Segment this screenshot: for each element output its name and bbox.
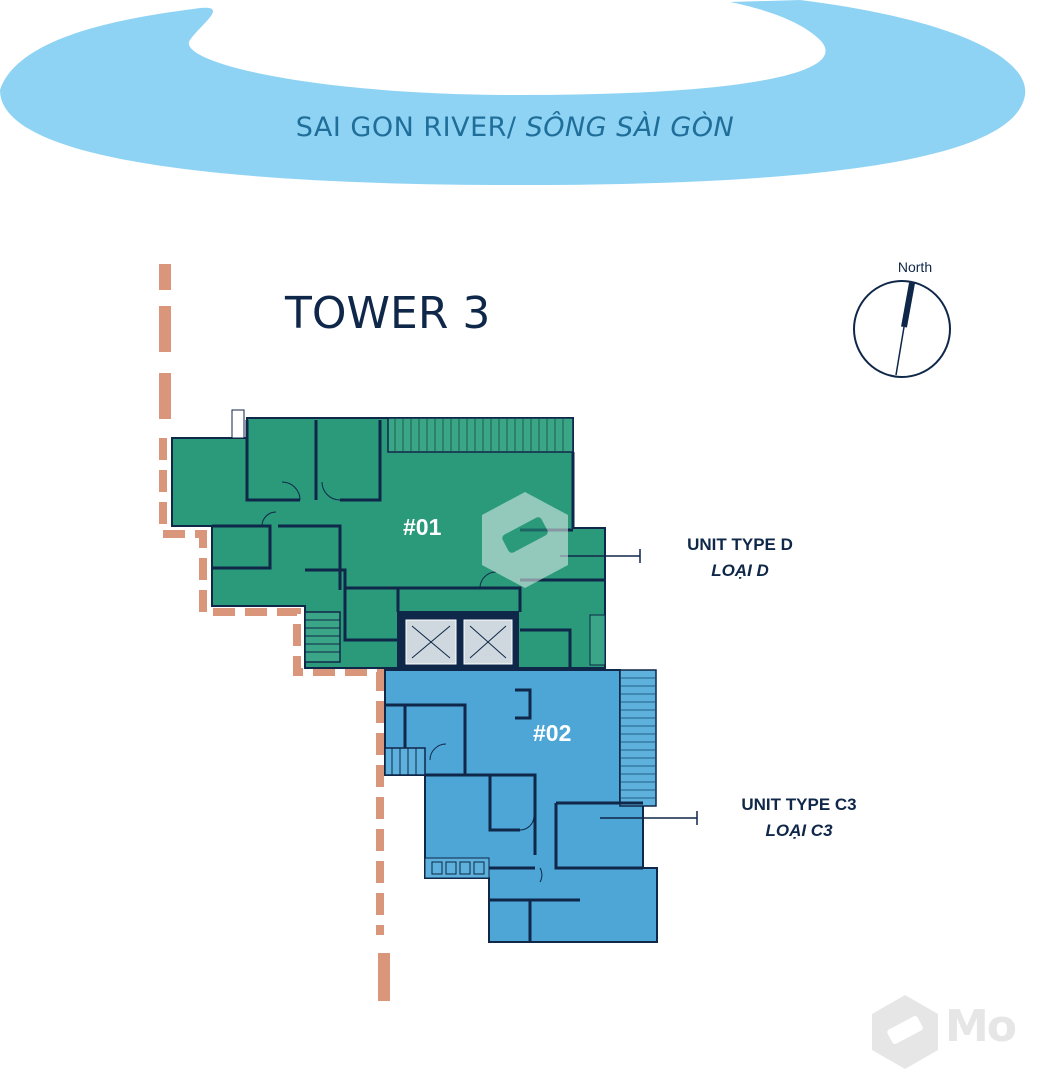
unit-01-number: #01 (403, 514, 442, 540)
unit-type-c3-label: UNIT TYPE C3 LOẠI C3 (714, 792, 884, 844)
unit-type-d-title: UNIT TYPE D (687, 535, 793, 554)
unit-type-c3-title: UNIT TYPE C3 (741, 795, 857, 814)
elevator-core (398, 612, 518, 670)
river-label-main: SAI GON RIVER/ (295, 112, 526, 143)
site-boundary-line (159, 264, 390, 1001)
unit-02-plan (384, 669, 658, 943)
river-shape (0, 0, 1026, 185)
tower-title: TOWER 3 (285, 288, 491, 339)
unit-type-d-label: UNIT TYPE D LOẠI D (660, 532, 820, 584)
north-compass (853, 280, 951, 378)
river-label: SAI GON RIVER/ SÔNG SÀI GÒN (0, 112, 1030, 143)
unit-02-number: #02 (533, 720, 572, 746)
brand-watermark-text: Mo (945, 1001, 1017, 1052)
unit-type-d-title-vi: LOẠI D (711, 561, 769, 580)
watermark-logo-icon (482, 492, 568, 588)
unit-type-c3-title-vi: LOẠI C3 (765, 821, 833, 840)
north-label: North (897, 259, 933, 275)
site-boundary-stepped (159, 438, 384, 935)
river-label-vi: SÔNG SÀI GÒN (525, 112, 735, 143)
leader-lines (560, 549, 698, 825)
brand-logo-icon (872, 995, 938, 1069)
unit-01-plan (171, 409, 606, 669)
